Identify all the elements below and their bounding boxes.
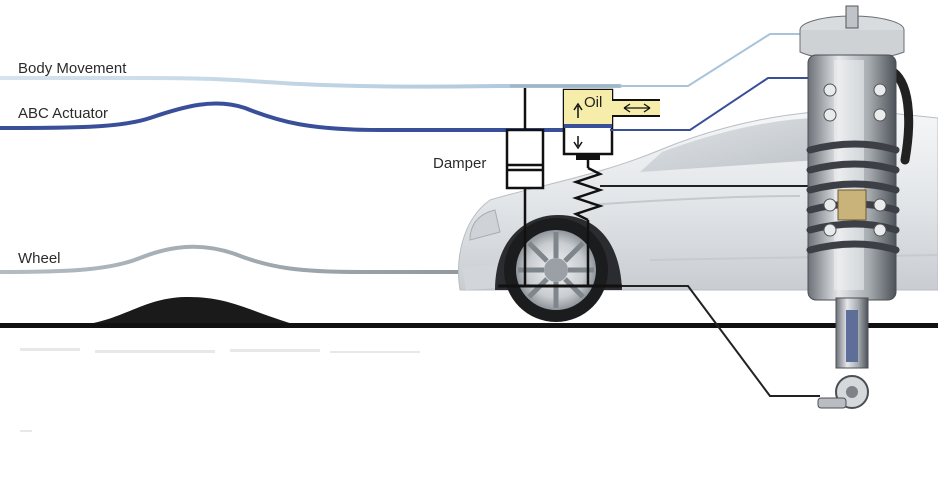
abc-actuator-label: ABC Actuator bbox=[18, 105, 109, 122]
wheel-label: Wheel bbox=[18, 250, 61, 267]
suspension-schematic bbox=[498, 84, 660, 288]
wheel-line bbox=[0, 244, 472, 274]
shock-absorber-illustration bbox=[799, 5, 914, 409]
spring-icon bbox=[572, 160, 604, 286]
body-movement-label: Body Movement bbox=[18, 60, 127, 77]
road-line bbox=[0, 323, 938, 328]
faded-road-texture bbox=[20, 348, 420, 432]
body-movement-line bbox=[0, 76, 622, 89]
road-bump bbox=[70, 296, 300, 326]
wheel-icon bbox=[504, 218, 608, 322]
damper-label: Damper bbox=[433, 155, 487, 172]
oil-label: Oil bbox=[584, 94, 603, 111]
oil-actuator-icon bbox=[562, 88, 660, 160]
abc-actuator-line bbox=[0, 101, 612, 132]
damper-icon bbox=[505, 128, 545, 190]
